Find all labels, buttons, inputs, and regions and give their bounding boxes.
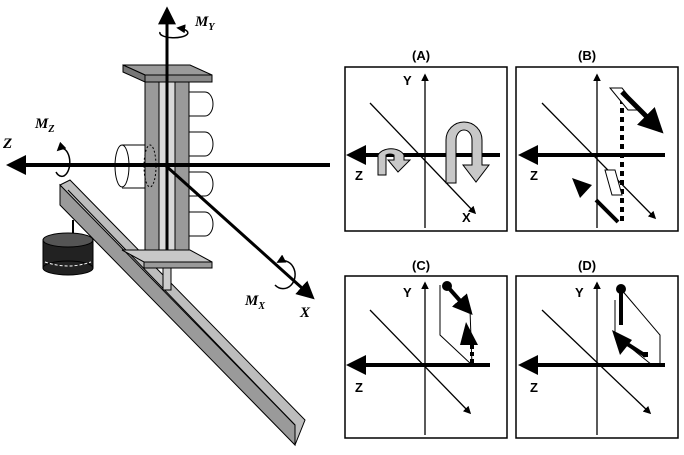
bearings (188, 91, 214, 237)
x-axis (163, 163, 315, 300)
panel-c-title: (C) (412, 258, 430, 273)
x-axis-label: X (299, 305, 311, 321)
support-arm (59, 179, 306, 447)
mz-label: MZ (34, 116, 54, 135)
panel-d-y-label: Y (575, 285, 584, 300)
panel-c: (C) Y Z (344, 258, 508, 439)
panel-c-z-label: Z (355, 380, 363, 395)
my-label: MY (194, 14, 215, 33)
mx-rotation-icon (274, 254, 296, 290)
panel-a-title: (A) (412, 48, 430, 63)
panel-b-z-label: Z (530, 168, 538, 183)
panel-a-rotation-small-icon (377, 148, 412, 176)
panel-d-z-label: Z (530, 380, 538, 395)
panel-a-z-label: Z (355, 168, 363, 183)
panel-a: (A) Y X Z (344, 48, 508, 232)
mx-label: MX (244, 293, 265, 312)
panel-a-rotation-large-icon (445, 121, 491, 184)
panel-c-y-label: Y (403, 285, 412, 300)
panel-a-x-label: X (462, 210, 471, 225)
panel-d: (D) Y Z (515, 258, 679, 439)
my-rotation-icon (159, 24, 189, 39)
frame-post-left (144, 81, 160, 263)
z-axis-label: Z (2, 136, 12, 152)
mz-rotation-icon (55, 141, 71, 178)
panel-b: (B) Z (515, 48, 679, 232)
panel-d-title: (D) (578, 258, 596, 273)
apparatus: MY MZ MX Z X (2, 6, 330, 447)
motor-drum (42, 220, 94, 276)
frame-post-right (174, 81, 190, 263)
panel-a-y-label: Y (403, 73, 412, 88)
panel-b-title: (B) (578, 48, 596, 63)
